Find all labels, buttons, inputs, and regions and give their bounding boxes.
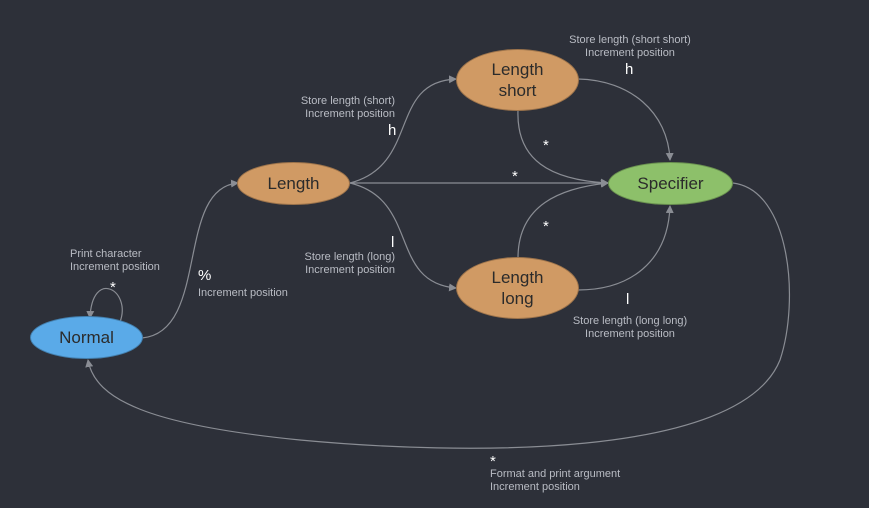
edge-label-normal-length-symbol: % <box>198 267 212 284</box>
edge-length-to-length-long <box>349 182 457 292</box>
state-length-long[interactable]: Length long <box>456 257 579 319</box>
edge-label-short-short-action: Store length (short short) Increment pos… <box>569 34 691 59</box>
edge-long-to-specifier <box>517 179 609 259</box>
edge-label-length-short-action: Store length (short) Increment position <box>300 95 395 120</box>
state-length-short-label: Length short <box>491 60 544 100</box>
state-length-label: Length <box>267 174 320 193</box>
edge-label-long-long-symbol: l <box>626 291 630 308</box>
state-length[interactable]: Length <box>237 162 350 205</box>
state-length-long-label: Length long <box>491 268 544 308</box>
edge-label-specifier-normal-action: Format and print argument Increment posi… <box>490 468 621 493</box>
edge-label-long-specifier-symbol: * <box>543 218 549 235</box>
edge-short-to-short-self <box>577 78 674 161</box>
state-length-short[interactable]: Length short <box>456 49 579 111</box>
edge-label-length-specifier-symbol: * <box>512 168 518 185</box>
edge-label-length-long-symbol: l <box>391 234 395 251</box>
edge-long-to-long-self <box>577 205 674 291</box>
state-normal[interactable]: Normal <box>30 316 143 359</box>
edge-label-length-short-symbol: h <box>388 122 397 139</box>
edge-length-to-length-short <box>349 75 457 184</box>
edge-label-long-long-action: Store length (long long) Increment posit… <box>572 315 688 340</box>
edge-short-to-specifier <box>517 109 609 187</box>
state-normal-label: Normal <box>59 328 114 347</box>
edge-label-normal-self-symbol: * <box>110 279 116 296</box>
edge-label-normal-length-action: Increment position <box>198 287 288 299</box>
edge-label-short-specifier-symbol: * <box>543 137 549 154</box>
edge-label-normal-self-action: Print character Increment position <box>70 248 160 273</box>
state-specifier[interactable]: Specifier <box>608 162 733 205</box>
edge-specifier-to-normal <box>85 182 791 449</box>
edge-normal-self <box>86 287 123 323</box>
edge-label-short-short-symbol: h <box>625 61 634 78</box>
edge-normal-to-length <box>141 179 239 339</box>
state-specifier-label: Specifier <box>637 174 704 193</box>
edge-label-specifier-normal-symbol: * <box>490 453 496 470</box>
edge-label-length-long-action: Store length (long) Increment position <box>304 251 396 276</box>
